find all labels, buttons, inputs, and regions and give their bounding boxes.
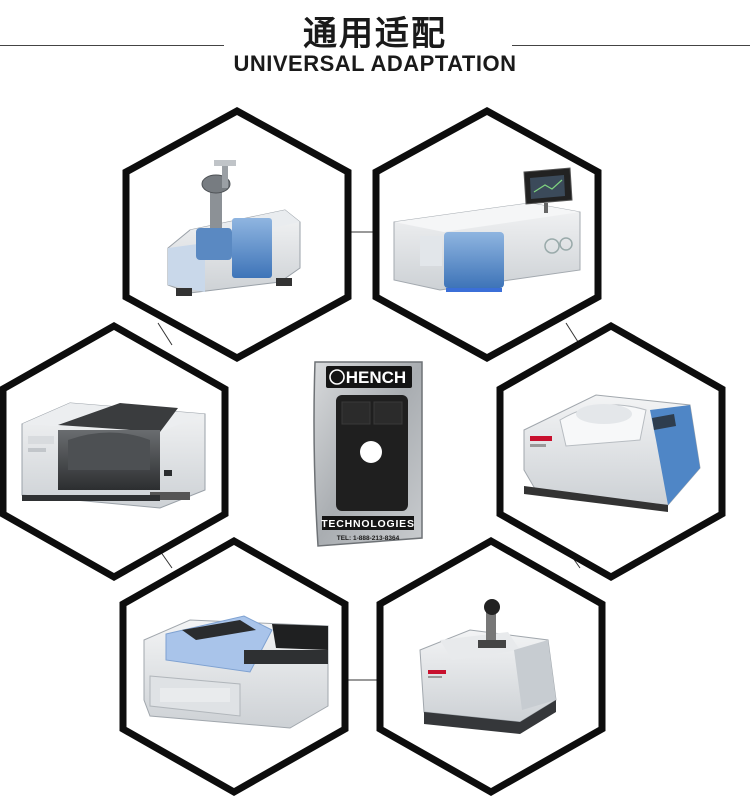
header: 通用适配 UNIVERSAL ADAPTATION	[0, 0, 750, 90]
sample-aperture-hole	[360, 441, 382, 463]
brand-logo-icon	[329, 369, 345, 385]
title-english: UNIVERSAL ADAPTATION	[233, 51, 517, 76]
center-plate: HENCH TECHNOLOGIES TEL: 1-888-213-8364	[313, 361, 423, 547]
hexagon-instrument-3	[0, 321, 229, 582]
hexagon-instrument-4	[496, 321, 726, 582]
hexagon-instrument-1	[122, 107, 352, 362]
header-rule-left	[0, 45, 224, 46]
thermo-ftir-blue-panel-image	[523, 394, 701, 512]
header-rule-right	[512, 45, 750, 46]
thermo-compact-ftir-atr-image	[419, 599, 557, 734]
dark-ftir-spectrometer-image	[21, 402, 206, 509]
brand-name-bottom: TECHNOLOGIES	[321, 518, 415, 530]
brand-banner-bottom	[322, 516, 414, 530]
benchtop-spectrometer-image	[393, 167, 581, 292]
brand-banner-top	[326, 366, 412, 388]
hexagon-instrument-5	[119, 536, 349, 797]
hexagon-instrument-6	[376, 536, 606, 797]
uv-vis-spectrophotometer-image	[143, 615, 329, 729]
hexagon-instrument-2	[372, 107, 602, 362]
brand-name-top: HENCH	[346, 368, 406, 387]
title-chinese: 通用适配	[303, 14, 447, 54]
ftir-atr-instrument-image	[167, 160, 301, 296]
brand-contact: TEL: 1-888-213-8364	[337, 535, 400, 542]
